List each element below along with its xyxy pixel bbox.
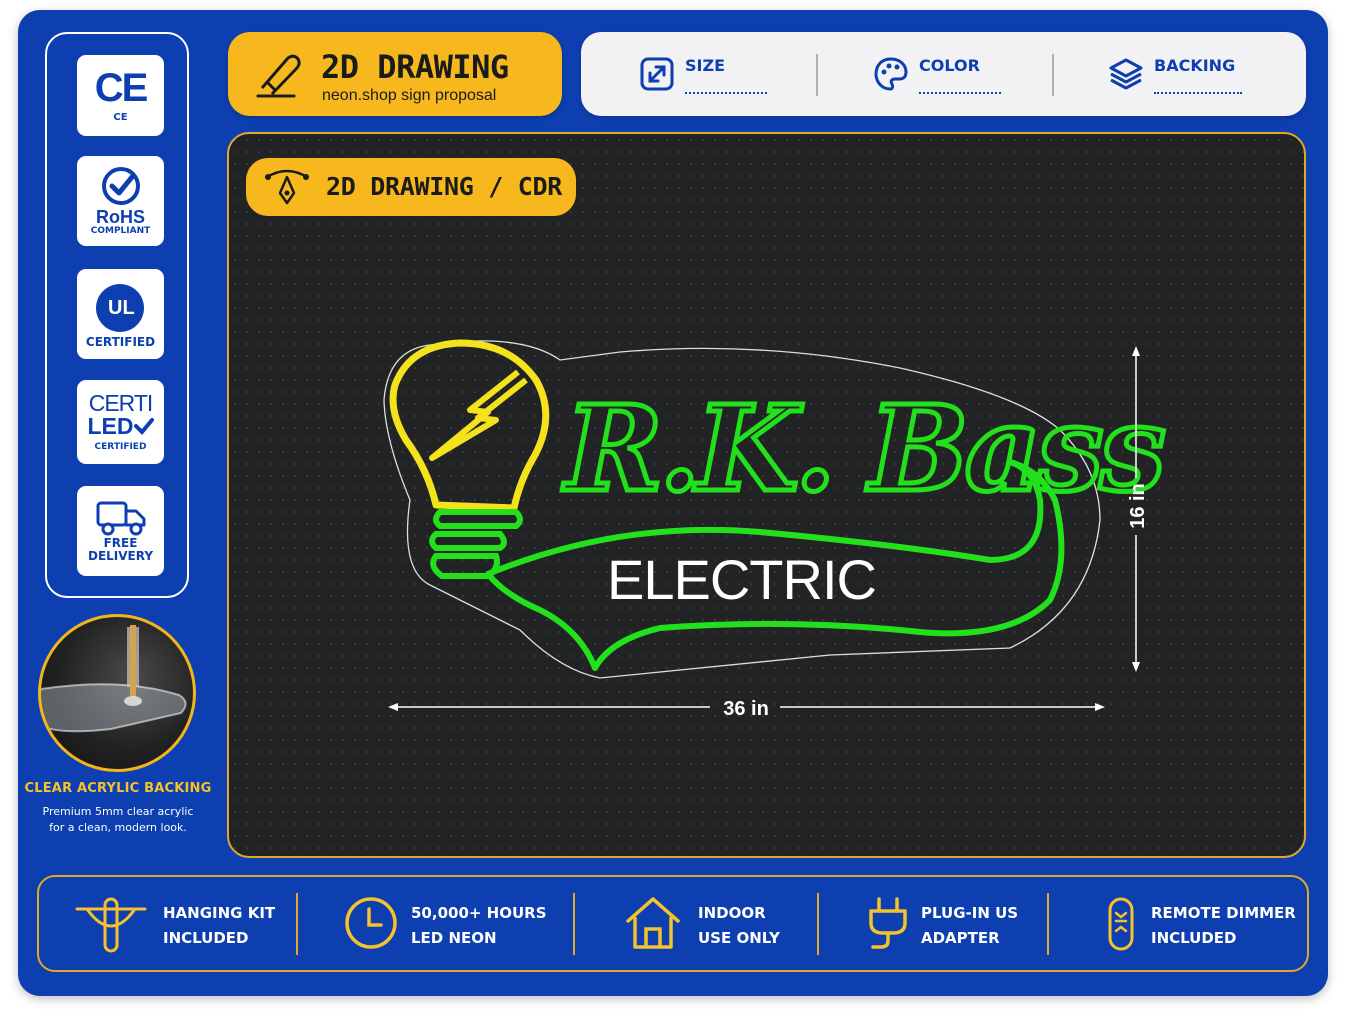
pen-tool-icon: [265, 169, 309, 205]
delivery-truck-icon: [96, 501, 145, 536]
feature-text: PLUG-IN US ADAPTER: [921, 901, 1018, 951]
bulb-base-ring: [433, 509, 523, 529]
remote-icon: [1108, 897, 1134, 951]
spec-divider: [1052, 54, 1054, 96]
certifications-panel: CE CE RoHS COMPLIANT UL CERTIFIED CERTI …: [45, 32, 189, 598]
certiled-mark-top: CERTI: [88, 389, 154, 416]
specs-bar: SIZE COLOR BACKING: [581, 32, 1306, 116]
rohs-badge: RoHS COMPLIANT: [77, 156, 164, 246]
feature-plug: PLUG-IN US ADAPTER: [867, 877, 1057, 970]
spec-divider: [816, 54, 818, 96]
feature-text: INDOOR USE ONLY: [698, 901, 780, 951]
sign-subtext: ELECTRIC: [607, 548, 876, 611]
spec-backing-value-line: [1154, 92, 1242, 94]
lightning-bolt-icon: [429, 369, 528, 461]
feature-text: 50,000+ HOURS LED NEON: [411, 901, 547, 951]
feature-line2: USE ONLY: [698, 929, 780, 947]
delivery-label-bottom: DELIVERY: [87, 549, 154, 563]
feature-line1: INDOOR: [698, 904, 766, 922]
checkmark-icon: [133, 418, 154, 435]
arrow-left-icon: [388, 703, 398, 711]
acrylic-outline: [383, 340, 1101, 679]
backing-description-line2: for a clean, modern look.: [49, 821, 187, 834]
neon-swoosh: [485, 459, 1065, 671]
clock-icon: [345, 897, 397, 949]
spec-size-label: SIZE: [685, 56, 726, 75]
feature-led-hours: 50,000+ HOURS LED NEON: [343, 877, 573, 970]
feature-line1: REMOTE DIMMER: [1151, 904, 1296, 922]
spec-backing-label: BACKING: [1154, 56, 1236, 75]
sign-name-text: R.K. Bass: [562, 379, 1164, 518]
certiled-badge: CERTI LED CERTIFIED: [77, 380, 164, 464]
certiled-mark-bottom: LED: [87, 412, 134, 439]
feature-remote: REMOTE DIMMER INCLUDED: [1107, 877, 1297, 970]
feature-divider: [296, 893, 298, 955]
drawing-canvas: [227, 132, 1306, 858]
check-shield-icon: [101, 166, 140, 205]
ce-mark: CE: [94, 66, 149, 110]
palette-icon: [874, 57, 908, 91]
feature-hanging-kit: HANGING KIT INCLUDED: [73, 877, 293, 970]
page-title: 2D DRAWING: [321, 48, 509, 86]
feature-indoor: INDOOR USE ONLY: [624, 877, 814, 970]
ul-mark: UL: [108, 297, 135, 319]
feature-line2: INCLUDED: [163, 929, 249, 947]
feature-line2: INCLUDED: [1151, 929, 1237, 947]
width-label: 36 in: [723, 698, 769, 720]
spec-size-value-line: [685, 92, 767, 94]
bulb-base-ring: [429, 531, 507, 551]
drawing-badge-label: 2D DRAWING / CDR: [326, 172, 563, 201]
height-label: 16 in: [1127, 483, 1149, 529]
arrow-right-icon: [1095, 703, 1105, 711]
spec-color-value-line: [919, 92, 1001, 94]
features-bar: HANGING KIT INCLUDED 50,000+ HOURS LED N…: [37, 875, 1309, 972]
certiled-label: CERTIFIED: [94, 441, 147, 452]
feature-text: REMOTE DIMMER INCLUDED: [1151, 901, 1296, 951]
feature-line1: 50,000+ HOURS: [411, 904, 547, 922]
free-delivery-badge: FREE DELIVERY: [77, 486, 164, 576]
acrylic-backing-photo: [38, 614, 196, 772]
rohs-mark: RoHS: [96, 206, 145, 227]
ce-badge: CE CE: [77, 55, 164, 136]
resize-icon: [640, 57, 674, 91]
feature-line2: ADAPTER: [921, 929, 1000, 947]
feature-line2: LED NEON: [411, 929, 497, 947]
hanging-kit-icon: [75, 897, 147, 953]
backing-description: Premium 5mm clear acrylic for a clean, m…: [28, 804, 208, 836]
bulb-glass: [389, 339, 550, 512]
feature-text: HANGING KIT INCLUDED: [163, 901, 275, 951]
feature-divider: [1047, 893, 1049, 955]
pencil-drawing-icon: [256, 54, 301, 98]
ul-badge: UL CERTIFIED: [77, 269, 164, 359]
plug-icon: [869, 897, 907, 949]
feature-divider: [573, 893, 575, 955]
ul-label: CERTIFIED: [85, 334, 156, 349]
ce-label: CE: [113, 112, 128, 123]
house-icon: [626, 897, 680, 949]
delivery-label-top: FREE: [103, 536, 138, 550]
arrow-up-icon: [1132, 346, 1140, 356]
feature-line1: HANGING KIT: [163, 904, 276, 922]
ul-logo-icon: UL: [95, 283, 144, 332]
layers-icon: [1109, 58, 1143, 90]
rohs-label: COMPLIANT: [90, 225, 151, 236]
acrylic-standoff-icon: [41, 625, 187, 733]
page-subtitle: neon.shop sign proposal: [322, 87, 497, 104]
feature-divider: [817, 893, 819, 955]
feature-line1: PLUG-IN US: [921, 904, 1019, 922]
title-banner: 2D DRAWING neon.shop sign proposal: [228, 32, 562, 116]
spec-color-label: COLOR: [919, 56, 980, 75]
backing-title: CLEAR ACRYLIC BACKING: [24, 781, 212, 796]
arrow-down-icon: [1132, 662, 1140, 672]
backing-description-line1: Premium 5mm clear acrylic: [42, 805, 194, 818]
drawing-badge: 2D DRAWING / CDR: [246, 158, 576, 216]
